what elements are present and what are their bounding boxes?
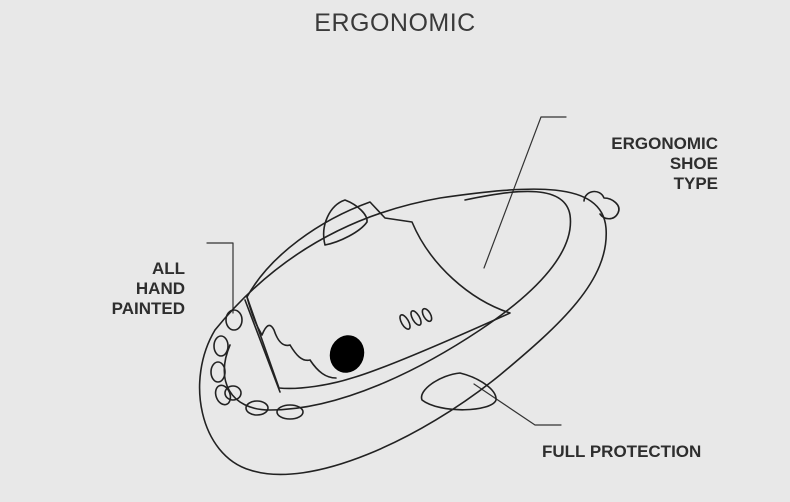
callout-text: ALL <box>151 259 185 278</box>
callout-text: PAINTED <box>111 299 185 318</box>
callout-lines <box>206 116 567 426</box>
teeth <box>246 296 337 379</box>
upper <box>246 201 511 390</box>
top-fin <box>323 199 368 246</box>
callout-full-protection: FULL PROTECTION <box>542 442 702 461</box>
gills <box>399 307 433 330</box>
sole-bumps <box>210 309 304 420</box>
callout-line-full-protection <box>473 383 562 426</box>
tail <box>583 190 620 220</box>
page-title: ERGONOMIC <box>314 9 476 37</box>
callout-text: SHOE <box>669 154 718 173</box>
callout-ergonomic-shoe-type: ERGONOMIC SHOE TYPE <box>560 134 718 194</box>
sole-outer <box>198 188 607 476</box>
eye <box>329 335 365 373</box>
side-fin <box>420 372 497 411</box>
callout-line-hand-painted <box>206 242 234 314</box>
callout-line-shoe-type <box>483 116 567 269</box>
sole-inner <box>223 190 572 411</box>
callout-text: HAND <box>135 279 185 298</box>
callout-text: TYPE <box>673 174 718 193</box>
callout-text: ERGONOMIC <box>611 134 718 153</box>
callout-all-hand-painted: ALL HAND PAINTED <box>60 259 185 319</box>
